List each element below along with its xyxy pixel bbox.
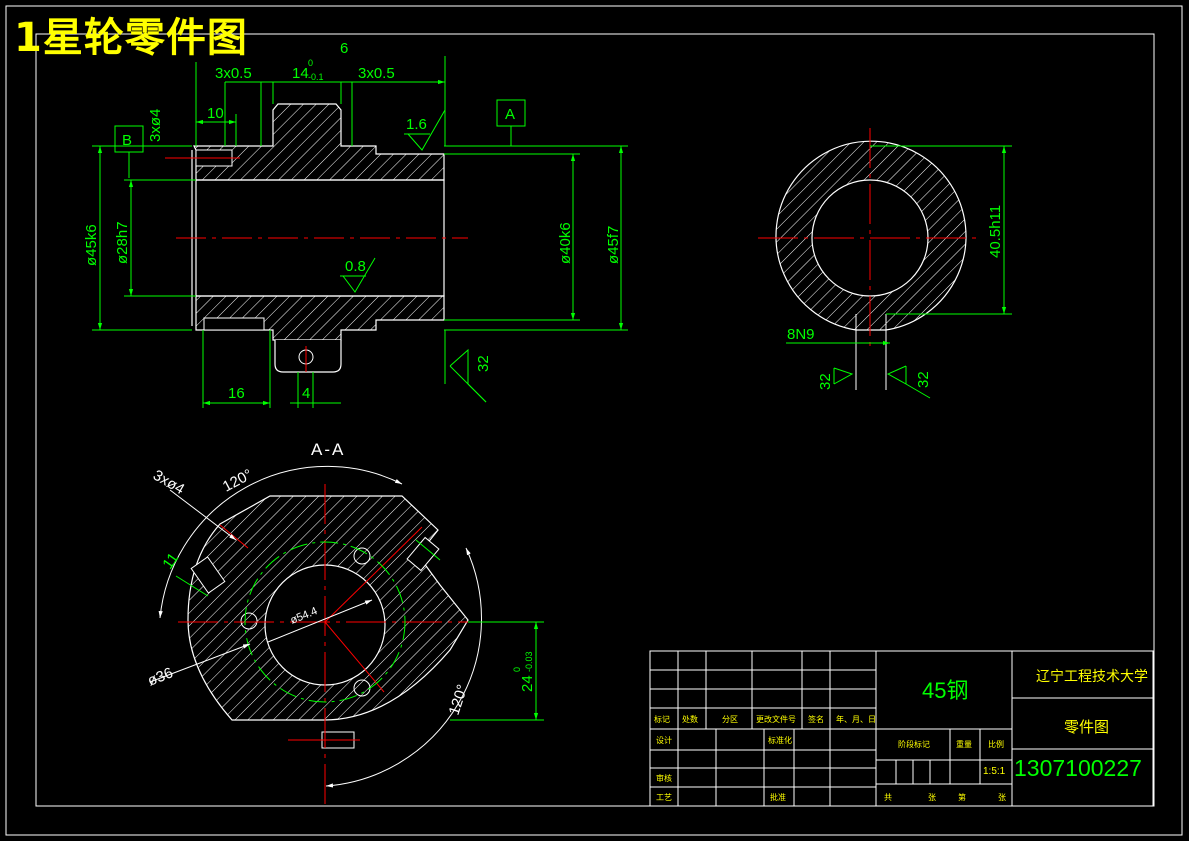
outer-border <box>5 5 1183 836</box>
tb-row-2: 审核 <box>656 773 672 783</box>
tb-header-2: 分区 <box>722 715 738 724</box>
drawing-name: 零件图 <box>1064 719 1109 736</box>
scale: 1:5:1 <box>983 766 1006 777</box>
dim-dia-bore: ø28h7 <box>114 221 131 264</box>
dim-dia-outer-left: ø45k6 <box>83 224 100 266</box>
tb-header-3: 更改文件号 <box>756 714 796 724</box>
angle-top: 120° <box>220 466 255 496</box>
dim-slot-width: 14 <box>292 65 309 82</box>
dim-len-16: 16 <box>228 385 245 402</box>
dim-slot-24: 24 <box>519 675 536 692</box>
dim-slot-tol-lower: -0.1 <box>308 72 324 82</box>
roughness-general: 32 <box>475 355 492 372</box>
datum-a-label: A <box>505 106 515 123</box>
side-view <box>758 128 982 390</box>
tb-bottom-0: 共 <box>884 793 892 802</box>
dim-dia-inner-right: ø40k6 <box>557 222 574 264</box>
inner-border <box>35 33 1155 807</box>
drawing-number: 1307100227 <box>1014 755 1142 781</box>
title-block <box>649 650 1154 807</box>
dim-chamfer-left: 3x0.5 <box>215 65 252 82</box>
roughness-bore: 0.8 <box>345 258 366 275</box>
tb-header-5: 年、月、日 <box>836 714 876 724</box>
front-view <box>165 103 468 373</box>
dim-key-width: 8N9 <box>787 326 815 343</box>
section-view-dimensions <box>450 621 544 721</box>
roughness-side-left: 32 <box>817 373 834 390</box>
tb-bottom-2: 第 <box>958 792 966 802</box>
dim-dia-36: ø36 <box>145 664 175 689</box>
tb-header-0: 标记 <box>654 714 670 724</box>
front-view-dim-text: 3x0.5 14 0 -0.1 3x0.5 6 10 3xø4 ø45k6 ø2… <box>83 40 622 402</box>
dim-slot-24-tol: 0 <box>512 667 522 672</box>
dim-top-len: 6 <box>340 40 348 57</box>
tb-row-4: 批准 <box>770 792 786 802</box>
roughness-top: 1.6 <box>406 116 427 133</box>
dim-holes: 3xø4 <box>147 109 164 142</box>
tb-header-4: 签名 <box>808 714 824 724</box>
tb-header-1: 处数 <box>682 714 698 724</box>
drawing-title: 1星轮零件图 <box>14 15 248 61</box>
datum-b-label: B <box>122 132 132 149</box>
side-view-dim-text: 40.5h11 8N9 32 32 <box>787 205 1004 390</box>
section-hatch <box>187 495 469 721</box>
dim-dia-outer-right: ø45f7 <box>605 226 622 264</box>
angle-right: 120° <box>446 682 472 717</box>
dim-len-4: 4 <box>302 385 310 402</box>
material: 45钢 <box>922 678 968 703</box>
tb-row-3: 工艺 <box>656 793 672 802</box>
title-block-text: 45钢 辽宁工程技术大学 零件图 1307100227 1:5:1 标记 处数 … <box>654 668 1148 802</box>
section-label: A-A <box>311 440 345 459</box>
front-view-dimensions <box>92 56 628 408</box>
school-name: 辽宁工程技术大学 <box>1036 668 1148 684</box>
section-view <box>149 465 495 805</box>
tb-row-1: 标准化 <box>768 735 792 745</box>
dim-len-11: 11 <box>159 550 182 573</box>
section-holes: 3xø4 <box>150 467 187 498</box>
dim-slot-tol: 0 <box>308 58 313 68</box>
dim-side-dia: 40.5h11 <box>987 205 1004 258</box>
dim-slot-24-tol-lower: -0.03 <box>524 651 534 672</box>
tb-row-0: 设计 <box>656 735 672 745</box>
dim-chamfer-right: 3x0.5 <box>358 65 395 82</box>
side-view-dimensions <box>786 145 1012 399</box>
dim-hub-len: 10 <box>207 105 224 122</box>
side-view-hatch <box>775 140 967 331</box>
roughness-side-right: 32 <box>915 371 932 388</box>
tb-stage-1: 重量 <box>956 739 972 749</box>
tb-bottom-3: 张 <box>998 793 1006 802</box>
tb-stage-0: 阶段标记 <box>898 739 930 749</box>
tb-bottom-1: 张 <box>928 793 936 802</box>
tb-stage-2: 比例 <box>988 739 1004 749</box>
